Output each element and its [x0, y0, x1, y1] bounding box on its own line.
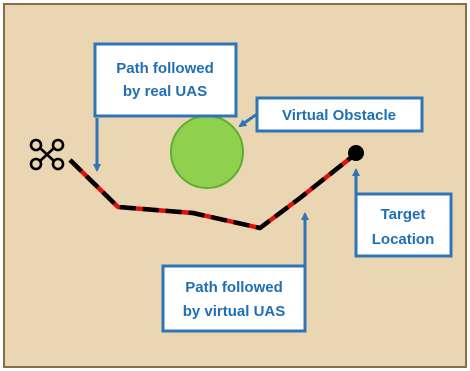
callout-target: Target Location	[354, 192, 453, 258]
callout-real-path-box	[93, 42, 238, 118]
quadcopter-icon	[29, 138, 65, 171]
callout-virtual-path-box	[161, 264, 307, 333]
callout-virtual-obstacle: Virtual Obstacle	[255, 96, 424, 133]
virtual-obstacle-circle	[170, 115, 244, 189]
callout-real-path: Path followed by real UAS	[93, 42, 238, 118]
callout-target-box	[354, 192, 453, 258]
callout-virtual-path-line1: Path followed	[185, 279, 283, 296]
callout-target-line2: Location	[372, 231, 435, 248]
callout-virtual-path-line2: by virtual UAS	[183, 303, 286, 320]
callout-real-path-line2: by real UAS	[123, 83, 207, 100]
target-dot-icon	[348, 145, 364, 161]
callout-real-path-line1: Path followed	[116, 60, 214, 77]
callout-virtual-obstacle-line1: Virtual Obstacle	[282, 107, 396, 124]
uas-path	[68, 154, 355, 231]
callout-target-line1: Target	[381, 206, 426, 223]
uas-path-black	[68, 154, 355, 231]
callout-virtual-obstacle-box	[255, 96, 424, 133]
obstacle-arrow	[238, 112, 258, 128]
callout-virtual-path: Path followed by virtual UAS	[161, 264, 307, 333]
